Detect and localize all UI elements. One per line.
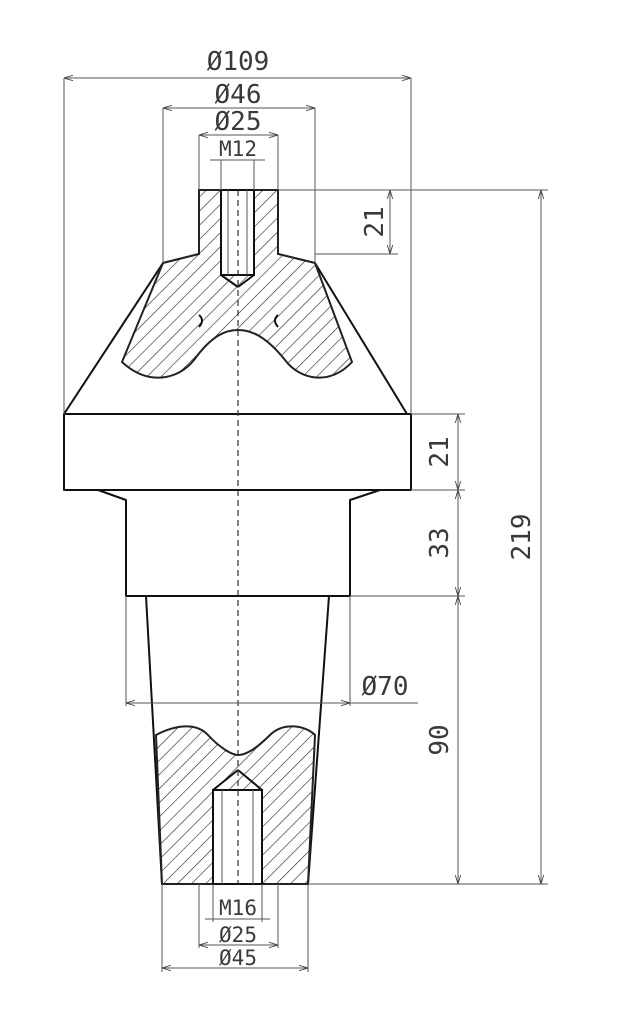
- dim-bottom-thread: M16: [219, 896, 257, 920]
- neck: [97, 489, 381, 597]
- dim-neck-diameter: Ø70: [362, 672, 409, 702]
- dim-top-inner-diameter: Ø25: [215, 107, 262, 137]
- dim-bottom-inner-diameter: Ø25: [219, 923, 257, 947]
- dim-top-mid-diameter: Ø46: [215, 80, 262, 110]
- upper-section-hatch: [120, 189, 354, 379]
- dim-top-thread-depth: 21: [360, 206, 390, 237]
- dim-top-thread: M12: [219, 137, 257, 161]
- dim-neck-height: 33: [425, 527, 455, 558]
- dim-flange-height: 21: [425, 436, 455, 467]
- dim-overall-height: 219: [507, 514, 537, 561]
- dim-shank-length: 90: [425, 724, 455, 755]
- dim-top-outer-diameter: Ø109: [207, 47, 270, 77]
- dim-bottom-outer-diameter: Ø45: [219, 946, 257, 970]
